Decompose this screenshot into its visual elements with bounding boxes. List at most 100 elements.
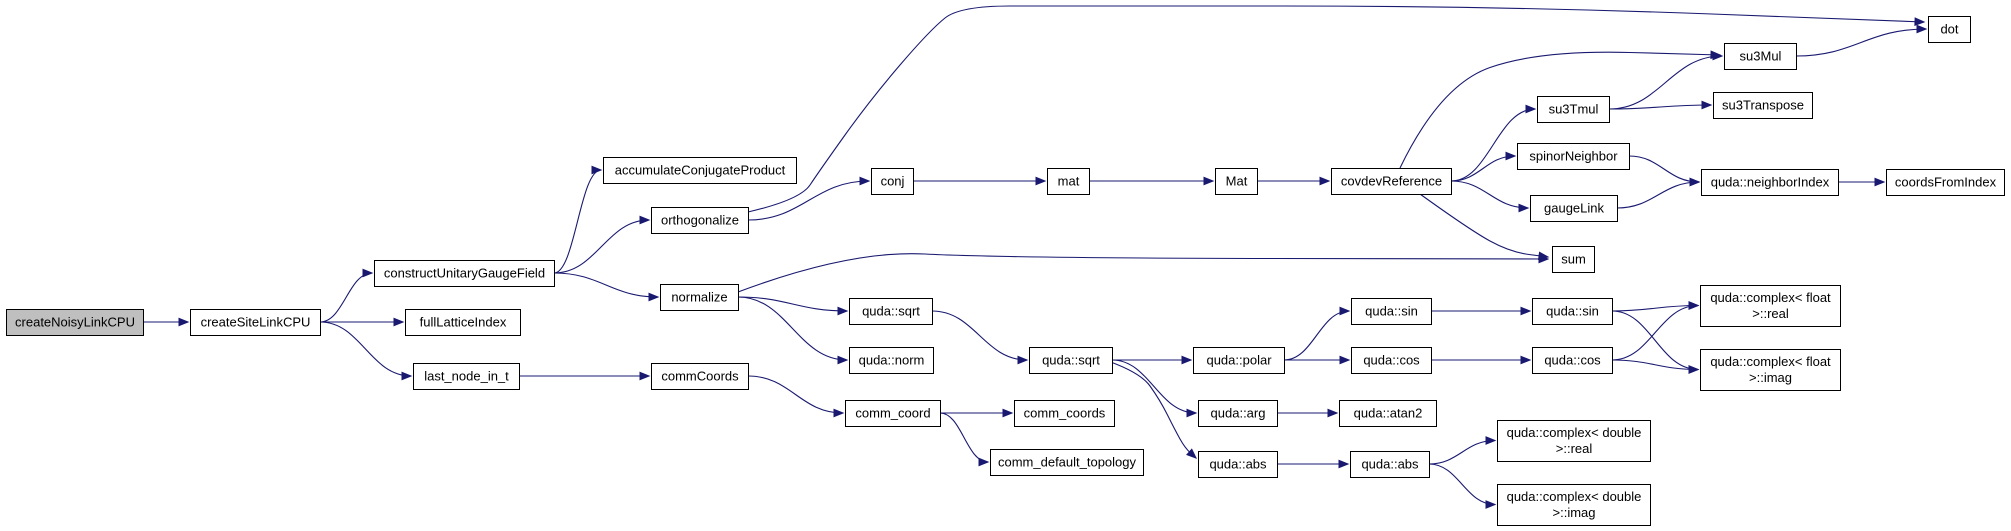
node-box xyxy=(413,363,520,390)
node-gaugeLink[interactable]: gaugeLink xyxy=(1530,195,1618,222)
node-covdevReference[interactable]: covdevReference xyxy=(1331,168,1452,195)
node-box xyxy=(1886,169,2005,196)
node-box xyxy=(1532,298,1613,325)
node-label: mat xyxy=(1058,174,1080,189)
node-accumulateConjugateProduct[interactable]: accumulateConjugateProduct xyxy=(603,157,797,184)
node-cplx_float_imag[interactable]: quda::complex< float>::imag xyxy=(1700,349,1841,391)
edge-quda_neighborIndex-to-coordsFromIndex xyxy=(1838,177,1886,187)
node-label: quda::complex< float xyxy=(1710,290,1831,305)
node-box xyxy=(1700,285,1841,327)
node-Mat[interactable]: Mat xyxy=(1215,168,1258,195)
node-label: quda::complex< double xyxy=(1507,425,1642,440)
node-conj[interactable]: conj xyxy=(871,168,914,195)
node-label: orthogonalize xyxy=(661,213,739,228)
node-box xyxy=(405,309,521,336)
node-spinorNeighbor[interactable]: spinorNeighbor xyxy=(1517,143,1630,170)
node-label: quda::polar xyxy=(1206,353,1272,368)
node-quda_sqrt_2[interactable]: quda::sqrt xyxy=(1029,347,1113,374)
node-label: dot xyxy=(1940,22,1958,37)
edge-constructUnitaryGaugeField-to-orthogonalize xyxy=(553,215,651,274)
edge-quda_cos_1-to-quda_cos_2 xyxy=(1431,355,1532,365)
node-box xyxy=(1701,169,1839,196)
edge-quda_polar-to-quda_sin_1 xyxy=(1283,306,1351,361)
node-quda_abs_2[interactable]: quda::abs xyxy=(1350,451,1430,478)
node-su3Transpose[interactable]: su3Transpose xyxy=(1713,92,1813,119)
node-label: su3Transpose xyxy=(1722,98,1804,113)
node-quda_atan2[interactable]: quda::atan2 xyxy=(1339,400,1437,427)
node-label: su3Mul xyxy=(1740,49,1782,64)
edge-createSiteLinkCPU-to-last_node_in_t xyxy=(319,321,413,381)
node-box xyxy=(6,309,144,336)
node-box xyxy=(1497,420,1651,462)
edge-comm_coord-to-comm_coords xyxy=(939,408,1014,418)
node-label: spinorNeighbor xyxy=(1529,149,1618,164)
node-quda_sin_2[interactable]: quda::sin xyxy=(1532,298,1613,325)
node-label: comm_coord xyxy=(855,406,930,421)
node-quda_cos_1[interactable]: quda::cos xyxy=(1351,347,1432,374)
node-box xyxy=(845,400,941,427)
node-quda_sqrt_1[interactable]: quda::sqrt xyxy=(849,298,933,325)
node-coordsFromIndex[interactable]: coordsFromIndex xyxy=(1886,169,2005,196)
node-label: quda::neighborIndex xyxy=(1711,175,1830,190)
node-quda_polar[interactable]: quda::polar xyxy=(1193,347,1285,374)
node-normalize[interactable]: normalize xyxy=(660,284,739,311)
edge-createSiteLinkCPU-to-constructUnitaryGaugeField xyxy=(319,268,374,323)
edges-layer xyxy=(143,5,1928,509)
edge-su3Tmul-to-su3Transpose xyxy=(1608,100,1713,110)
node-cplx_double_real[interactable]: quda::complex< double>::real xyxy=(1497,420,1651,462)
node-label: createSiteLinkCPU xyxy=(201,315,311,330)
node-sum[interactable]: sum xyxy=(1552,246,1595,273)
node-quda_cos_2[interactable]: quda::cos xyxy=(1532,347,1613,374)
node-cplx_double_imag[interactable]: quda::complex< double>::imag xyxy=(1497,484,1651,526)
node-box xyxy=(374,260,555,287)
node-box xyxy=(1014,400,1115,427)
node-mat[interactable]: mat xyxy=(1047,168,1090,195)
node-label: fullLatticeIndex xyxy=(420,315,507,330)
edge-conj-to-mat xyxy=(912,176,1047,186)
node-constructUnitaryGaugeField[interactable]: constructUnitaryGaugeField xyxy=(374,260,555,287)
node-createNoisyLinkCPU[interactable]: createNoisyLinkCPU xyxy=(6,309,144,336)
node-box xyxy=(1724,43,1797,70)
node-label: coordsFromIndex xyxy=(1895,175,1997,190)
node-createSiteLinkCPU[interactable]: createSiteLinkCPU xyxy=(190,309,321,336)
node-su3Tmul[interactable]: su3Tmul xyxy=(1537,96,1610,123)
node-quda_sin_1[interactable]: quda::sin xyxy=(1351,298,1432,325)
node-label: quda::complex< float xyxy=(1710,354,1831,369)
node-comm_coords[interactable]: comm_coords xyxy=(1014,400,1115,427)
edge-quda_sqrt_2-to-quda_polar xyxy=(1112,355,1193,365)
edge-quda_arg-to-quda_atan2 xyxy=(1276,408,1339,418)
node-orthogonalize[interactable]: orthogonalize xyxy=(651,207,749,234)
node-quda_abs_1[interactable]: quda::abs xyxy=(1198,451,1278,478)
node-quda_norm[interactable]: quda::norm xyxy=(849,347,934,374)
node-label: quda::sqrt xyxy=(862,304,920,319)
edge-Mat-to-covdevReference xyxy=(1256,176,1331,186)
node-quda_neighborIndex[interactable]: quda::neighborIndex xyxy=(1701,169,1839,196)
edge-quda_sin_2-to-cplx_float_imag xyxy=(1611,310,1700,374)
edge-spinorNeighbor-to-quda_neighborIndex xyxy=(1628,155,1701,187)
node-box xyxy=(651,207,749,234)
node-comm_default_topology[interactable]: comm_default_topology xyxy=(990,449,1144,476)
node-box xyxy=(660,284,739,311)
edge-quda_sin_1-to-quda_sin_2 xyxy=(1431,306,1532,316)
node-box xyxy=(1713,92,1813,119)
node-commCoords[interactable]: commCoords xyxy=(651,363,749,390)
node-box xyxy=(1029,347,1113,374)
node-label: last_node_in_t xyxy=(424,369,509,384)
edge-quda_sqrt_2-to-quda_abs_1 xyxy=(1104,359,1197,459)
node-cplx_float_real[interactable]: quda::complex< float>::real xyxy=(1700,285,1841,327)
node-box xyxy=(1215,168,1258,195)
node-last_node_in_t[interactable]: last_node_in_t xyxy=(413,363,520,390)
node-box xyxy=(1700,349,1841,391)
node-fullLatticeIndex[interactable]: fullLatticeIndex xyxy=(405,309,521,336)
edge-createSiteLinkCPU-to-fullLatticeIndex xyxy=(320,317,405,327)
node-box xyxy=(1497,484,1651,526)
node-box xyxy=(1537,96,1610,123)
node-su3Mul[interactable]: su3Mul xyxy=(1724,43,1797,70)
edge-quda_abs_1-to-quda_abs_2 xyxy=(1276,459,1350,469)
node-box xyxy=(603,157,797,184)
node-comm_coord[interactable]: comm_coord xyxy=(845,400,941,427)
node-quda_arg[interactable]: quda::arg xyxy=(1198,400,1278,427)
node-dot[interactable]: dot xyxy=(1928,16,1971,43)
node-box xyxy=(849,347,934,374)
